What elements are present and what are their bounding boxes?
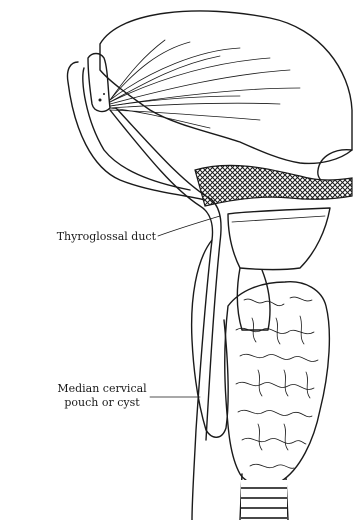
foramen-caecum — [88, 54, 110, 112]
thyroid-gland — [225, 282, 330, 486]
hyoid-bone — [195, 165, 352, 206]
mandible-inner — [83, 68, 190, 190]
label-median-cervical-1: Median cervical — [57, 382, 147, 395]
leader-thyroglossal — [158, 216, 220, 236]
label-thyroglossal-duct: Thyroglossal duct — [57, 230, 157, 243]
thyroid-lobules — [236, 297, 318, 468]
cricoid — [237, 268, 270, 330]
tongue-fibres — [110, 40, 300, 128]
trachea-rings — [241, 480, 287, 520]
label-median-cervical-2: pouch or cyst — [64, 396, 140, 409]
thyroid-cartilage-line — [232, 216, 325, 222]
thyroid-cartilage — [228, 208, 330, 270]
